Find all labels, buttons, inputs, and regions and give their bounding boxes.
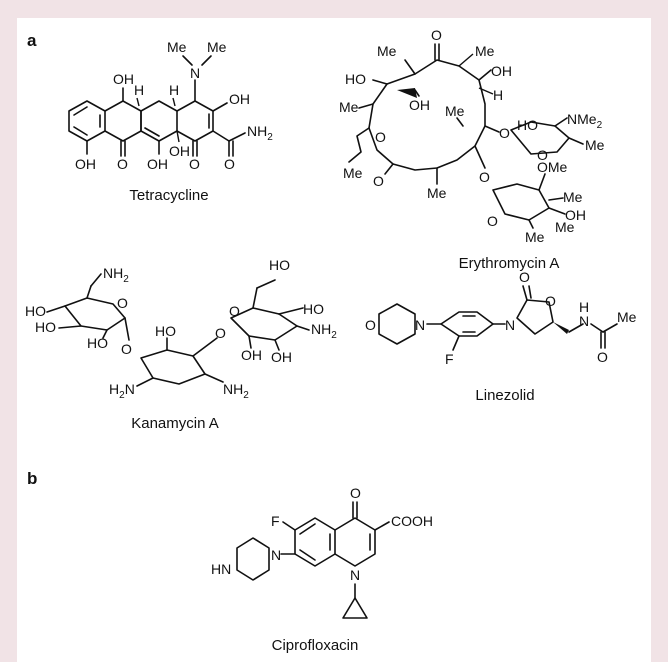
kanamycin-sugar-right bbox=[230, 307, 298, 341]
tetracycline-o2: O bbox=[189, 156, 200, 172]
kanamycin-ho-r1b: HO bbox=[87, 335, 108, 351]
erythromycin-me-l: Me bbox=[339, 99, 359, 115]
erythromycin-me-s1: Me bbox=[585, 137, 605, 153]
linezolid-morpholine-ring bbox=[378, 303, 416, 345]
erythromycin-ho-l: HO bbox=[345, 71, 366, 87]
ciprofloxacin-cyclopropyl bbox=[342, 597, 368, 619]
ciprofloxacin-caption: Ciprofloxacin bbox=[272, 637, 359, 654]
kanamycin-nh2-top: NH2 bbox=[103, 265, 129, 285]
panel-label-a: a bbox=[27, 31, 37, 50]
linezolid-o-ox: O bbox=[545, 293, 556, 309]
ciprofloxacin-n-q: N bbox=[350, 567, 360, 583]
erythromycin-me-s3: Me bbox=[525, 229, 545, 245]
ciprofloxacin-f: F bbox=[271, 513, 280, 529]
kanamycin-ho-top-r: HO bbox=[269, 257, 290, 273]
erythromycin-me-b: Me bbox=[427, 185, 447, 201]
linezolid-structure: O N F N O O H N bbox=[365, 269, 637, 367]
erythromycin-o-link: O bbox=[499, 125, 510, 141]
erythromycin-h-ring: H bbox=[493, 87, 503, 103]
tetracycline-nh2: NH2 bbox=[247, 123, 273, 143]
erythromycin-me-tl: Me bbox=[377, 43, 397, 59]
erythromycin-me-s2: Me bbox=[563, 189, 583, 205]
tetracycline-oh-b3: OH bbox=[169, 143, 190, 159]
kanamycin-o-r1: O bbox=[117, 295, 128, 311]
kanamycin-ho-mid: HO bbox=[155, 323, 176, 339]
kanamycin-ho-l2: HO bbox=[35, 319, 56, 335]
tetracycline-o1: O bbox=[117, 156, 128, 172]
erythromycin-o-ring: O bbox=[375, 129, 386, 145]
erythromycin-o-top: O bbox=[431, 27, 442, 43]
linezolid-oxazolidinone-ring bbox=[516, 299, 554, 335]
kanamycin-oh-r3: OH bbox=[271, 349, 292, 365]
linezolid-f: F bbox=[445, 351, 454, 367]
kanamycin-caption: Kanamycin A bbox=[131, 415, 219, 432]
structures-canvas: a b OH bbox=[25, 27, 637, 654]
ciprofloxacin-piperazine-ring bbox=[236, 537, 270, 581]
tetracycline-oh-top: OH bbox=[113, 71, 134, 87]
erythromycin-ome: OMe bbox=[537, 159, 568, 175]
kanamycin-structure: NH2 HO HO O HO O HO H2N NH2 bbox=[25, 257, 337, 401]
linezolid-o-carb: O bbox=[519, 269, 530, 285]
erythromycin-cladinose-ring bbox=[492, 183, 550, 221]
linezolid-caption: Linezolid bbox=[475, 387, 534, 404]
linezolid-me: Me bbox=[617, 309, 637, 325]
kanamycin-nh2-c: NH2 bbox=[223, 381, 249, 401]
kanamycin-nh2-r: NH2 bbox=[311, 321, 337, 341]
erythromycin-o-s2b: O bbox=[487, 213, 498, 229]
tetracycline-structure: OH H H N Me Me OH NH2 bbox=[68, 39, 273, 172]
linezolid-n-morph: N bbox=[415, 317, 425, 333]
kanamycin-ho-l: HO bbox=[25, 303, 46, 319]
tetracycline-n: N bbox=[190, 65, 200, 81]
erythromycin-macrolactone-ring bbox=[368, 59, 486, 171]
ciprofloxacin-structure: O COOH F N N HN bbox=[211, 485, 433, 619]
erythromycin-me-ll: Me bbox=[343, 165, 363, 181]
kanamycin-ho-r3: HO bbox=[303, 301, 324, 317]
linezolid-n-ox: N bbox=[505, 317, 515, 333]
tetracycline-oh-b2: OH bbox=[147, 156, 168, 172]
kanamycin-o-r2: O bbox=[229, 303, 240, 319]
kanamycin-oh-r2: OH bbox=[241, 347, 262, 363]
erythromycin-me-in: Me bbox=[445, 103, 465, 119]
kanamycin-o-link2: O bbox=[215, 325, 226, 341]
panel-label-b: b bbox=[27, 469, 37, 488]
tetracycline-me1: Me bbox=[167, 39, 187, 55]
erythromycin-caption: Erythromycin A bbox=[459, 255, 560, 272]
erythromycin-me-s4: Me bbox=[555, 219, 575, 235]
kanamycin-sugar-left bbox=[64, 297, 126, 331]
ciprofloxacin-cooh: COOH bbox=[391, 513, 433, 529]
linezolid-o-morph: O bbox=[365, 317, 376, 333]
erythromycin-o-s1: O bbox=[537, 147, 548, 163]
ciprofloxacin-benzo-ring bbox=[294, 517, 336, 567]
tetracycline-oh-bl: OH bbox=[75, 156, 96, 172]
linezolid-nh-h: H bbox=[579, 299, 589, 315]
erythromycin-oh-r: OH bbox=[491, 63, 512, 79]
tetracycline-h1: H bbox=[134, 82, 144, 98]
ciprofloxacin-n-pip: N bbox=[271, 547, 281, 563]
erythromycin-structure: O Me Me HO OH OH H bbox=[339, 27, 605, 245]
linezolid-o-am: O bbox=[597, 349, 608, 365]
erythromycin-o-lac: O bbox=[373, 173, 384, 189]
ciprofloxacin-o-keto: O bbox=[350, 485, 361, 501]
erythromycin-ho-sugar: HO bbox=[517, 117, 538, 133]
ciprofloxacin-hn: HN bbox=[211, 561, 231, 577]
tetracycline-me2: Me bbox=[207, 39, 227, 55]
erythromycin-me-tr: Me bbox=[475, 43, 495, 59]
tetracycline-o3: O bbox=[224, 156, 235, 172]
tetracycline-oh-right: OH bbox=[229, 91, 250, 107]
erythromycin-oh-s2: OH bbox=[565, 207, 586, 223]
tetracycline-caption: Tetracycline bbox=[129, 187, 208, 204]
erythromycin-oh-mid: OH bbox=[409, 97, 430, 113]
linezolid-nh-n: N bbox=[579, 313, 589, 329]
kanamycin-o-link1: O bbox=[121, 341, 132, 357]
erythromycin-nme2: NMe2 bbox=[567, 111, 603, 131]
tetracycline-h2: H bbox=[169, 82, 179, 98]
erythromycin-o-s2: O bbox=[479, 169, 490, 185]
figure-panel: a b OH bbox=[17, 18, 651, 662]
kanamycin-h2n: H2N bbox=[109, 381, 135, 401]
